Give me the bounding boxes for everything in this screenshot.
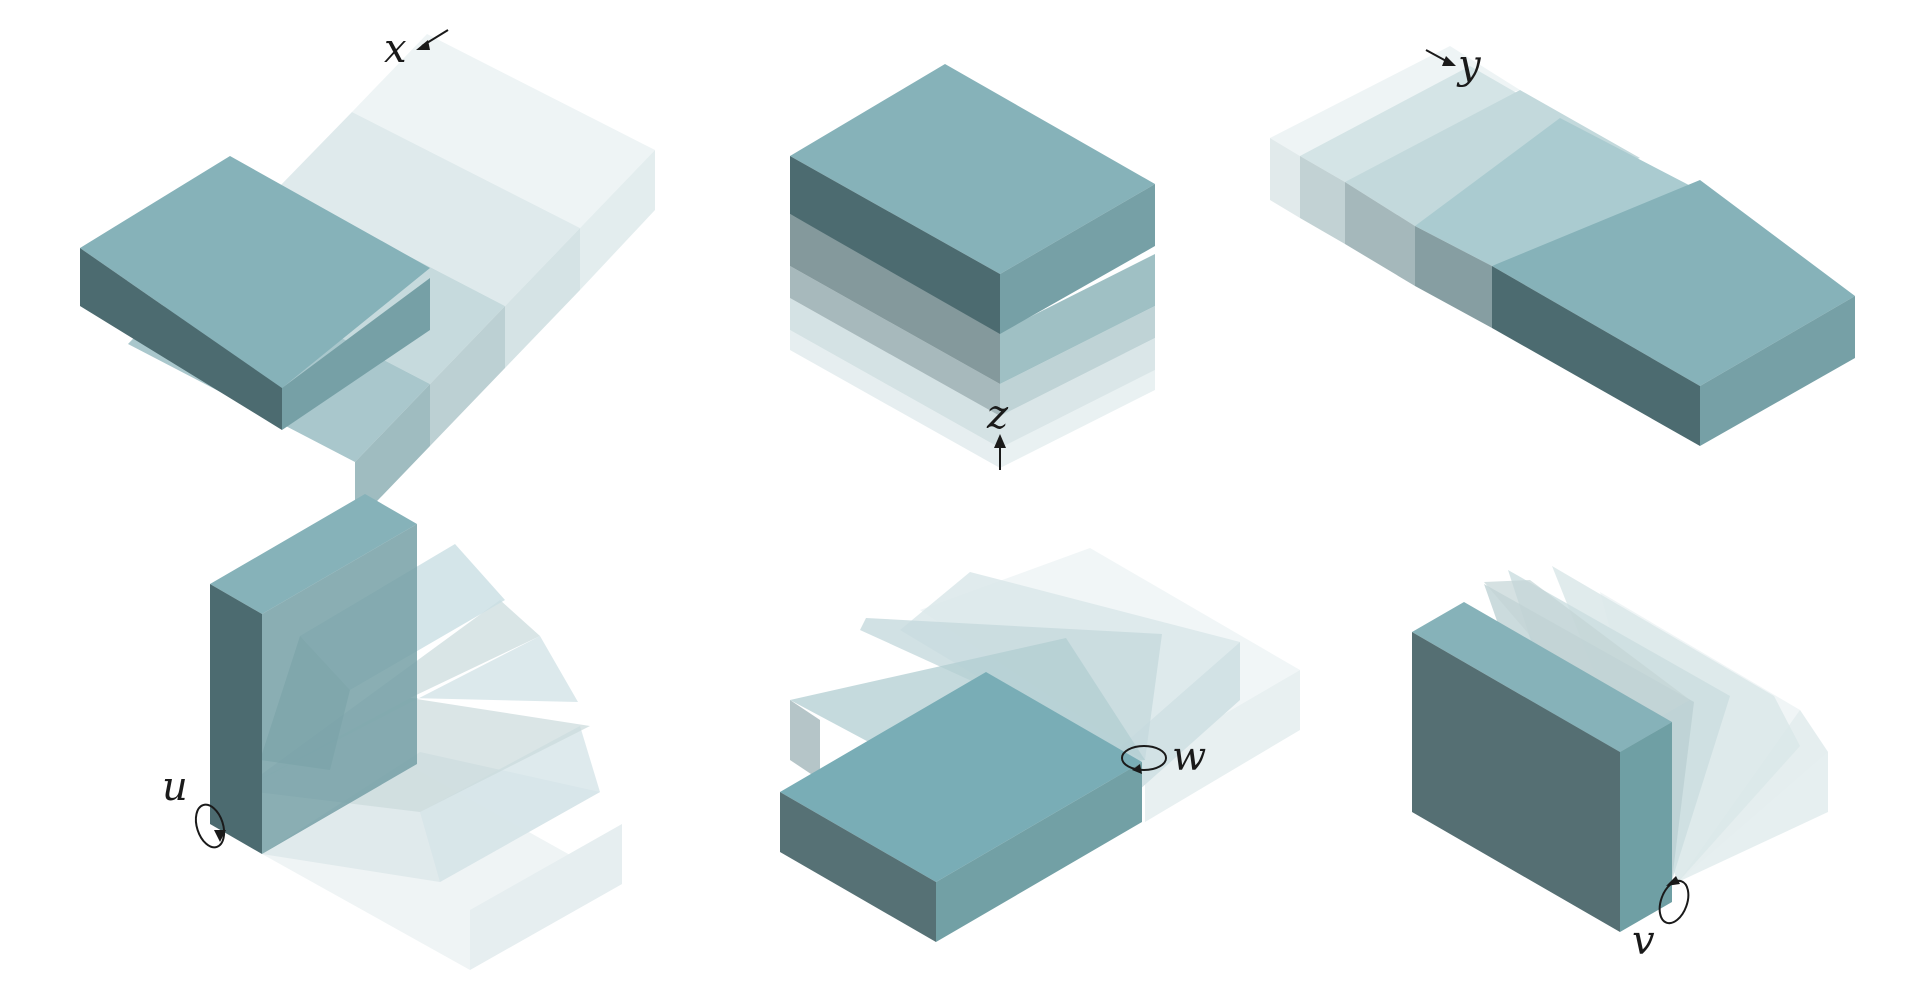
axis-label-w: w — [1172, 734, 1206, 780]
rotation-arrow-u — [194, 803, 226, 849]
solid-block-u — [210, 494, 417, 854]
panel-translate-z: z — [790, 64, 1155, 470]
solid-slab-y — [1492, 180, 1855, 446]
rotation-arrow-v — [1658, 876, 1690, 925]
arrow-z — [994, 434, 1006, 470]
ghost-slabs-y — [1270, 46, 1710, 328]
arrow-x — [416, 29, 449, 50]
axis-label-u: u — [162, 764, 188, 810]
solid-slab-z — [790, 64, 1155, 334]
panel-rotate-w: w — [780, 548, 1300, 942]
solid-slab-w — [780, 672, 1142, 942]
panel-rotate-u: u — [162, 494, 622, 970]
solid-block-v — [1412, 602, 1672, 932]
axis-label-z: z — [986, 392, 1009, 438]
panel-translate-x: x — [80, 26, 655, 524]
ghost-slabs-z — [790, 214, 1155, 468]
axis-label-y: y — [1456, 42, 1482, 88]
solid-slab-x — [80, 156, 430, 430]
rotation-arrow-w — [1121, 745, 1167, 774]
axis-label-v: v — [1632, 918, 1655, 964]
axis-label-x: x — [384, 26, 407, 72]
arrow-y — [1425, 49, 1456, 66]
panel-translate-y: y — [1270, 42, 1855, 446]
panel-rotate-v: v — [1412, 566, 1828, 964]
